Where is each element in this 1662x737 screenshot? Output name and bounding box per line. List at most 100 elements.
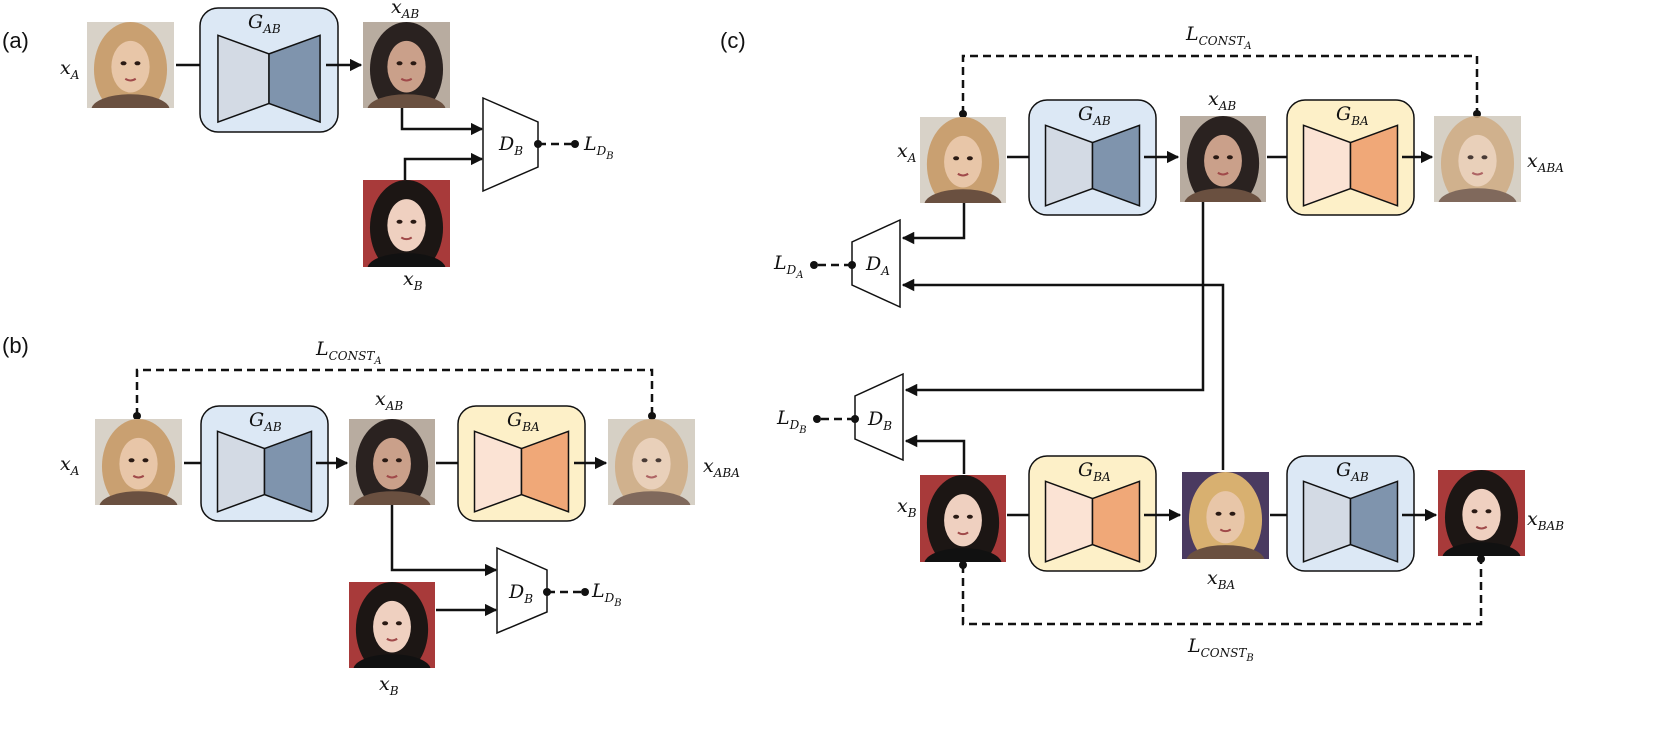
generator-gba-top xyxy=(1286,99,1415,216)
label-ldb: LDB xyxy=(583,133,614,162)
label-ldb-text: LDB xyxy=(591,580,622,609)
label-lconst-a-b-text: LCONSTA xyxy=(315,338,382,367)
decoder-trapezoid xyxy=(520,430,570,513)
arrow-xba-to-da xyxy=(901,278,1225,470)
decoder-trapezoid xyxy=(268,34,321,124)
arrow-xab-to-db xyxy=(400,108,484,136)
panel-a: xA GAB xAB DB LDB xB xyxy=(60,0,614,293)
label-db-text: DB xyxy=(867,408,892,433)
label-xa: xA xyxy=(60,453,80,478)
label-lconst-b: LCONSTB xyxy=(1187,635,1254,664)
label-xa: xA xyxy=(897,140,917,165)
label-xaba-text: xABA xyxy=(703,455,740,480)
label-xb-text: xB xyxy=(403,268,423,293)
panel-c: LCONSTA xA GAB xAB GBA xABA DA LDA DB LD… xyxy=(773,23,1564,664)
face-image-xa xyxy=(95,419,182,505)
label-xba-text: xBA xyxy=(1207,567,1236,592)
label-ldb-text: LDB xyxy=(776,407,807,436)
label-db-text: DB xyxy=(508,581,533,606)
face-image-xb xyxy=(349,582,435,668)
face-image-xab xyxy=(1180,116,1266,202)
face-image-xb xyxy=(920,475,1006,562)
panel-label-b: (b) xyxy=(2,333,29,358)
label-lconst-b-text: LCONSTB xyxy=(1187,635,1254,664)
generator-gab-bottom xyxy=(1286,455,1415,572)
label-gba-top: GBA xyxy=(1336,103,1369,128)
discriminator-da xyxy=(851,218,901,309)
label-gba-bottom-text: GBA xyxy=(1078,459,1111,484)
label-xba: xBA xyxy=(1207,567,1236,592)
label-gab-text: GAB xyxy=(249,409,282,434)
face-image-xaba xyxy=(1434,116,1521,202)
arrow-xab-to-db xyxy=(390,505,498,577)
arrow-xb-to-db xyxy=(904,434,966,474)
label-xaba-text: xABA xyxy=(1527,150,1564,175)
label-gab-top: GAB xyxy=(1078,103,1111,128)
face-image-xb xyxy=(363,180,450,267)
label-lconst-a-c: LCONSTA xyxy=(1185,23,1252,52)
label-xab-text: xAB xyxy=(375,388,403,413)
label-xaba: xABA xyxy=(1527,150,1564,175)
label-xb-text: xB xyxy=(897,495,917,520)
label-db-text: DB xyxy=(498,133,523,158)
label-xab-text: xAB xyxy=(1208,88,1236,113)
panel-label-c: (c) xyxy=(720,28,746,53)
label-lda-text: LDA xyxy=(773,252,803,281)
label-xab: xAB xyxy=(1208,88,1236,113)
label-xab: xAB xyxy=(391,0,419,21)
label-db: DB xyxy=(508,581,533,606)
label-lconst-a-b: LCONSTA xyxy=(315,338,382,367)
generator-gab xyxy=(200,405,329,522)
decoder-trapezoid xyxy=(263,430,313,513)
discriminator-db xyxy=(482,96,539,193)
label-gab-text: GAB xyxy=(248,11,281,36)
label-xa-text: xA xyxy=(897,140,917,165)
label-da: DA xyxy=(865,253,890,278)
label-xab-text: xAB xyxy=(391,0,419,21)
discriminator-db xyxy=(496,546,548,635)
decoder-trapezoid xyxy=(1091,124,1141,207)
label-gab: GAB xyxy=(248,11,281,36)
loss-link-lconst-a-b xyxy=(133,368,656,420)
face-image-xa xyxy=(920,117,1006,203)
label-db: DB xyxy=(498,133,523,158)
label-xa-text: xA xyxy=(60,57,80,82)
generator-gba-bottom xyxy=(1028,455,1157,572)
label-xb: xB xyxy=(897,495,917,520)
discriminator-db xyxy=(854,372,904,462)
label-ldb: LDB xyxy=(591,580,622,609)
label-da-text: DA xyxy=(865,253,890,278)
label-xb: xB xyxy=(403,268,423,293)
label-xbab: xBAB xyxy=(1527,508,1564,533)
face-image-xab xyxy=(349,419,435,505)
generator-gab xyxy=(199,7,339,133)
label-gab-bottom: GAB xyxy=(1336,459,1369,484)
arrow-xab-to-db xyxy=(904,202,1205,397)
arrow-xb-to-db xyxy=(403,152,484,180)
label-gab-bottom-text: GAB xyxy=(1336,459,1369,484)
label-xb: xB xyxy=(379,673,399,698)
label-gab: GAB xyxy=(249,409,282,434)
label-gba: GBA xyxy=(507,409,540,434)
label-lconst-a-c-text: LCONSTA xyxy=(1185,23,1252,52)
loss-link-lconst-a-c xyxy=(959,54,1481,118)
arrow-xa-to-da xyxy=(901,203,966,245)
panel-b: LCONSTA xA GAB xAB GBA xABA DB LDB xB xyxy=(60,338,740,698)
label-xaba: xABA xyxy=(703,455,740,480)
panel-label-a: (a) xyxy=(2,28,29,53)
label-xb-text: xB xyxy=(379,673,399,698)
label-gba-bottom: GBA xyxy=(1078,459,1111,484)
label-ldb-text: LDB xyxy=(583,133,614,162)
label-xab: xAB xyxy=(375,388,403,413)
label-lda: LDA xyxy=(773,252,803,281)
label-gba-top-text: GBA xyxy=(1336,103,1369,128)
label-ldb: LDB xyxy=(776,407,807,436)
label-xbab-text: xBAB xyxy=(1527,508,1564,533)
label-xa: xA xyxy=(60,57,80,82)
loss-link-lconst-b xyxy=(959,555,1485,626)
label-gba-text: GBA xyxy=(507,409,540,434)
generator-gba xyxy=(457,405,586,522)
label-xa-text: xA xyxy=(60,453,80,478)
face-image-xab xyxy=(363,22,450,108)
